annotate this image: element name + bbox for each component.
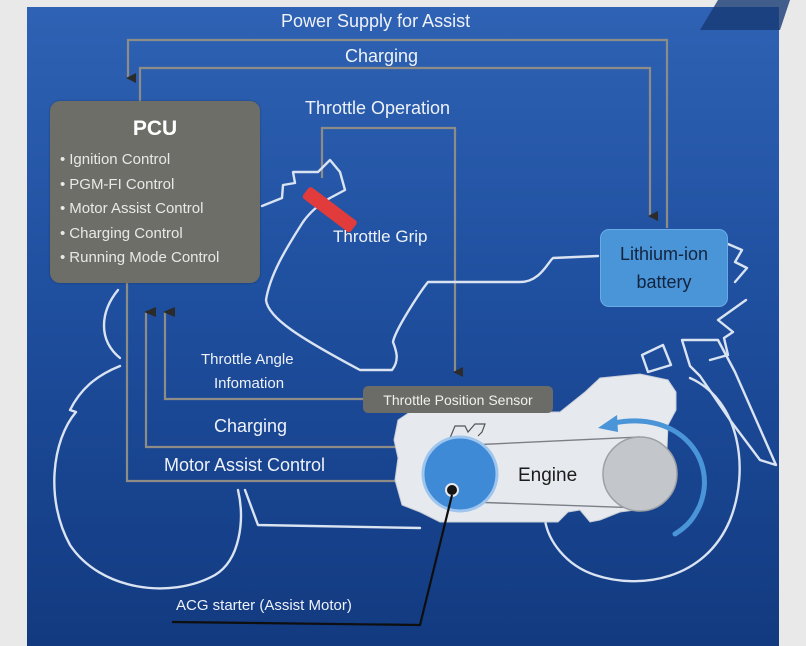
pcu-function-item: Ignition Control: [60, 148, 219, 173]
throttle-grip-red: [302, 187, 357, 233]
front-wheel-outline: [53, 364, 243, 590]
rear-light-outline: [640, 343, 673, 374]
acg-motor-shaft: [445, 483, 459, 497]
rear-wheel-outline: [543, 376, 741, 583]
charging-bottom-label: Charging: [214, 416, 288, 436]
throttle-angle-label-1: Throttle Angle: [201, 351, 294, 368]
throttle-position-sensor-label: Throttle Position Sensor: [383, 392, 533, 408]
throttle-operation-line: [320, 126, 463, 377]
power-supply-label: Power Supply for Assist: [281, 11, 471, 31]
rear-fender-outline: [680, 338, 778, 467]
motor-assist-label: Motor Assist Control: [164, 455, 326, 475]
charging-top-label: Charging: [345, 46, 419, 66]
pcu-title: PCU: [132, 117, 178, 140]
pcu-box: PCU Ignition Control PGM-FI Control Moto…: [50, 101, 260, 283]
rear-body-outline: [708, 242, 749, 362]
acg-motor: [421, 435, 499, 513]
rear-pulley: [602, 436, 678, 512]
pcu-function-item: Running Mode Control: [60, 246, 219, 271]
pcu-function-item: Motor Assist Control: [60, 197, 219, 222]
edge-shadow: [700, 0, 790, 30]
throttle-angle-line: [163, 307, 363, 401]
pcu-function-item: Charging Control: [60, 222, 219, 247]
throttle-operation-label: Throttle Operation: [305, 98, 451, 118]
engine-belt: [469, 436, 641, 509]
throttle-position-sensor-box: Throttle Position Sensor: [363, 386, 553, 413]
battery-box: Lithium-ion battery: [600, 229, 728, 307]
throttle-grip-label: Throttle Grip: [333, 227, 428, 246]
charging-top-line: [138, 66, 658, 221]
engine-detail: [449, 423, 486, 439]
front-fender-outline: [102, 288, 122, 360]
rotation-arrowhead-icon: [598, 415, 618, 432]
front-fork-outline: [243, 488, 422, 530]
motor-assist-line: [125, 283, 414, 486]
acg-leader-line: [171, 494, 454, 627]
battery-label-line1: Lithium-ion: [619, 244, 709, 264]
pcu-function-item: PGM-FI Control: [60, 173, 219, 198]
throttle-angle-label-2: Infomation: [214, 375, 285, 392]
acg-starter-label: ACG starter (Assist Motor): [176, 597, 352, 614]
charging-bottom-line: [144, 307, 420, 449]
engine-label: Engine: [518, 465, 578, 486]
battery-label-line2: battery: [636, 272, 692, 292]
power-supply-line: [126, 38, 669, 228]
battery-label: Lithium-ion battery: [601, 240, 727, 296]
rotation-arrow-icon: [611, 418, 707, 537]
pcu-function-list: Ignition Control PGM-FI Control Motor As…: [60, 148, 219, 271]
